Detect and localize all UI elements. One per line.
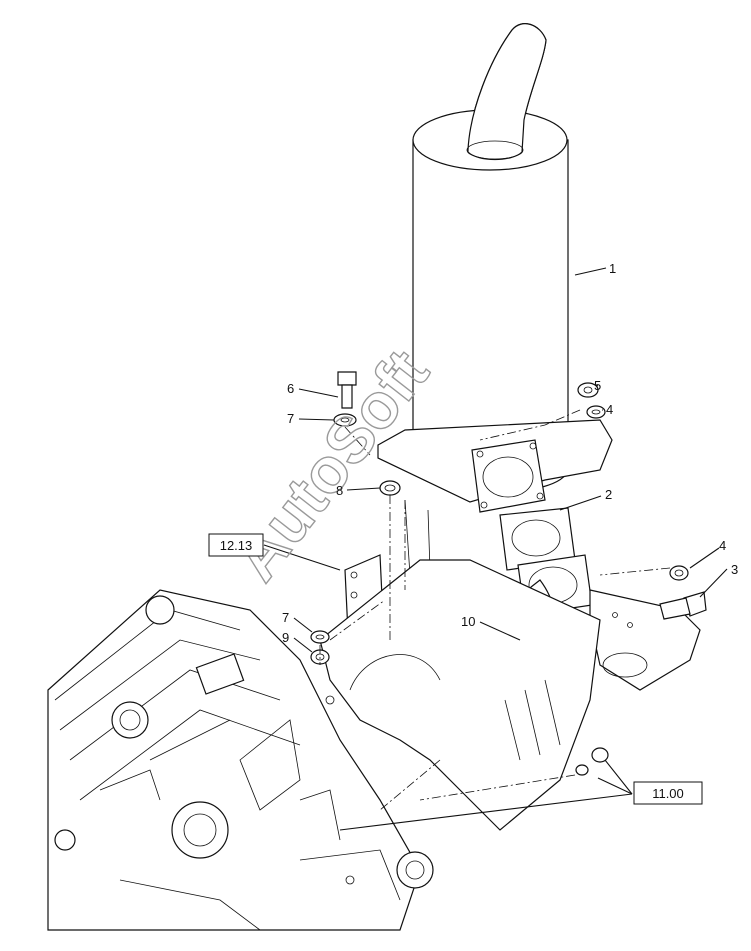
reference-11-00-label: 11.00: [652, 786, 684, 801]
flange-upper: [471, 439, 546, 513]
callout-8: 8: [336, 483, 343, 498]
nut-5: [577, 382, 599, 398]
callout-3: 3: [731, 562, 738, 577]
callout-2: 2: [605, 487, 612, 502]
leader-lines: [263, 267, 728, 831]
engine: [47, 589, 434, 931]
gasket: [499, 507, 576, 571]
reference-12-13-label: 12.13: [220, 538, 253, 553]
callout-10: 10: [461, 614, 475, 629]
bolt-6: [337, 371, 357, 409]
callout-1: 1: [609, 261, 616, 276]
reference-11-00[interactable]: 11.00: [633, 781, 703, 805]
callout-5: 5: [594, 378, 601, 393]
washer-7-lower: [310, 630, 330, 644]
spacer-8: [379, 480, 401, 496]
callout-7-upper: 7: [287, 411, 294, 426]
callout-6: 6: [287, 381, 294, 396]
washer-4-upper: [586, 405, 606, 419]
hardware-near-ref: [575, 747, 609, 776]
alignment-lines: [319, 409, 671, 811]
reference-12-13[interactable]: 12.13: [208, 533, 264, 557]
callout-7-lower: 7: [282, 610, 289, 625]
callout-4-lower: 4: [719, 538, 726, 553]
washer-4-lower: [669, 565, 689, 581]
callout-9: 9: [282, 630, 289, 645]
muffler: [377, 23, 613, 503]
bolt-3: [659, 591, 707, 620]
callout-4-upper: 4: [606, 402, 613, 417]
